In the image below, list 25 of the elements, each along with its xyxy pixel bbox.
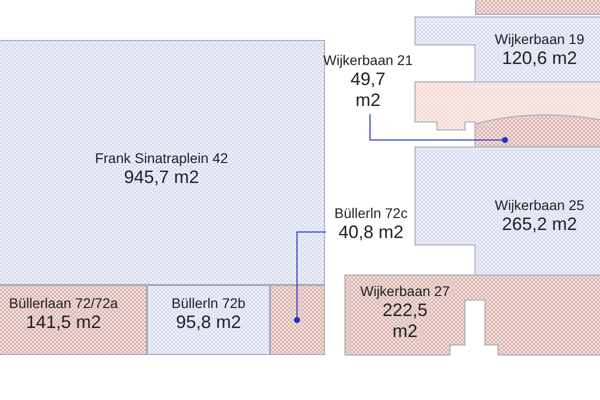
area-value: 120,6 m2 [502,48,578,69]
area-value: 40,8 m2 [338,222,404,243]
floor-area [147,285,270,355]
floor-area [415,17,600,82]
address-label: Wijkerbaan 27 [359,283,451,300]
address-label: Frank Sinatraplein 42 [94,150,230,167]
area-value: 265,2 m2 [502,214,578,235]
area-value: 141,5 m2 [26,312,102,333]
area-value: 95,8 m2 [176,312,242,333]
floor-area [270,285,325,355]
address-label: Büllerlaan 72/72a [8,295,119,312]
address-label: Wijkerbaan 21 [322,52,414,69]
leader-line [294,232,326,323]
address-label: Büllerln 72c [333,205,409,222]
address-label: Wijkerbaan 19 [494,31,586,48]
address-label: Wijkerbaan 25 [494,197,586,214]
leader-line [370,114,508,143]
floor-area [0,40,325,285]
floor-area [345,275,600,355]
area-value: 222,5 m2 [381,300,429,342]
address-label: Büllerln 72b [170,295,246,312]
area-value: 49,7 m2 [349,69,387,111]
floor-area [415,82,600,148]
area-value: 945,7 m2 [124,167,200,188]
floor-area [415,147,600,275]
